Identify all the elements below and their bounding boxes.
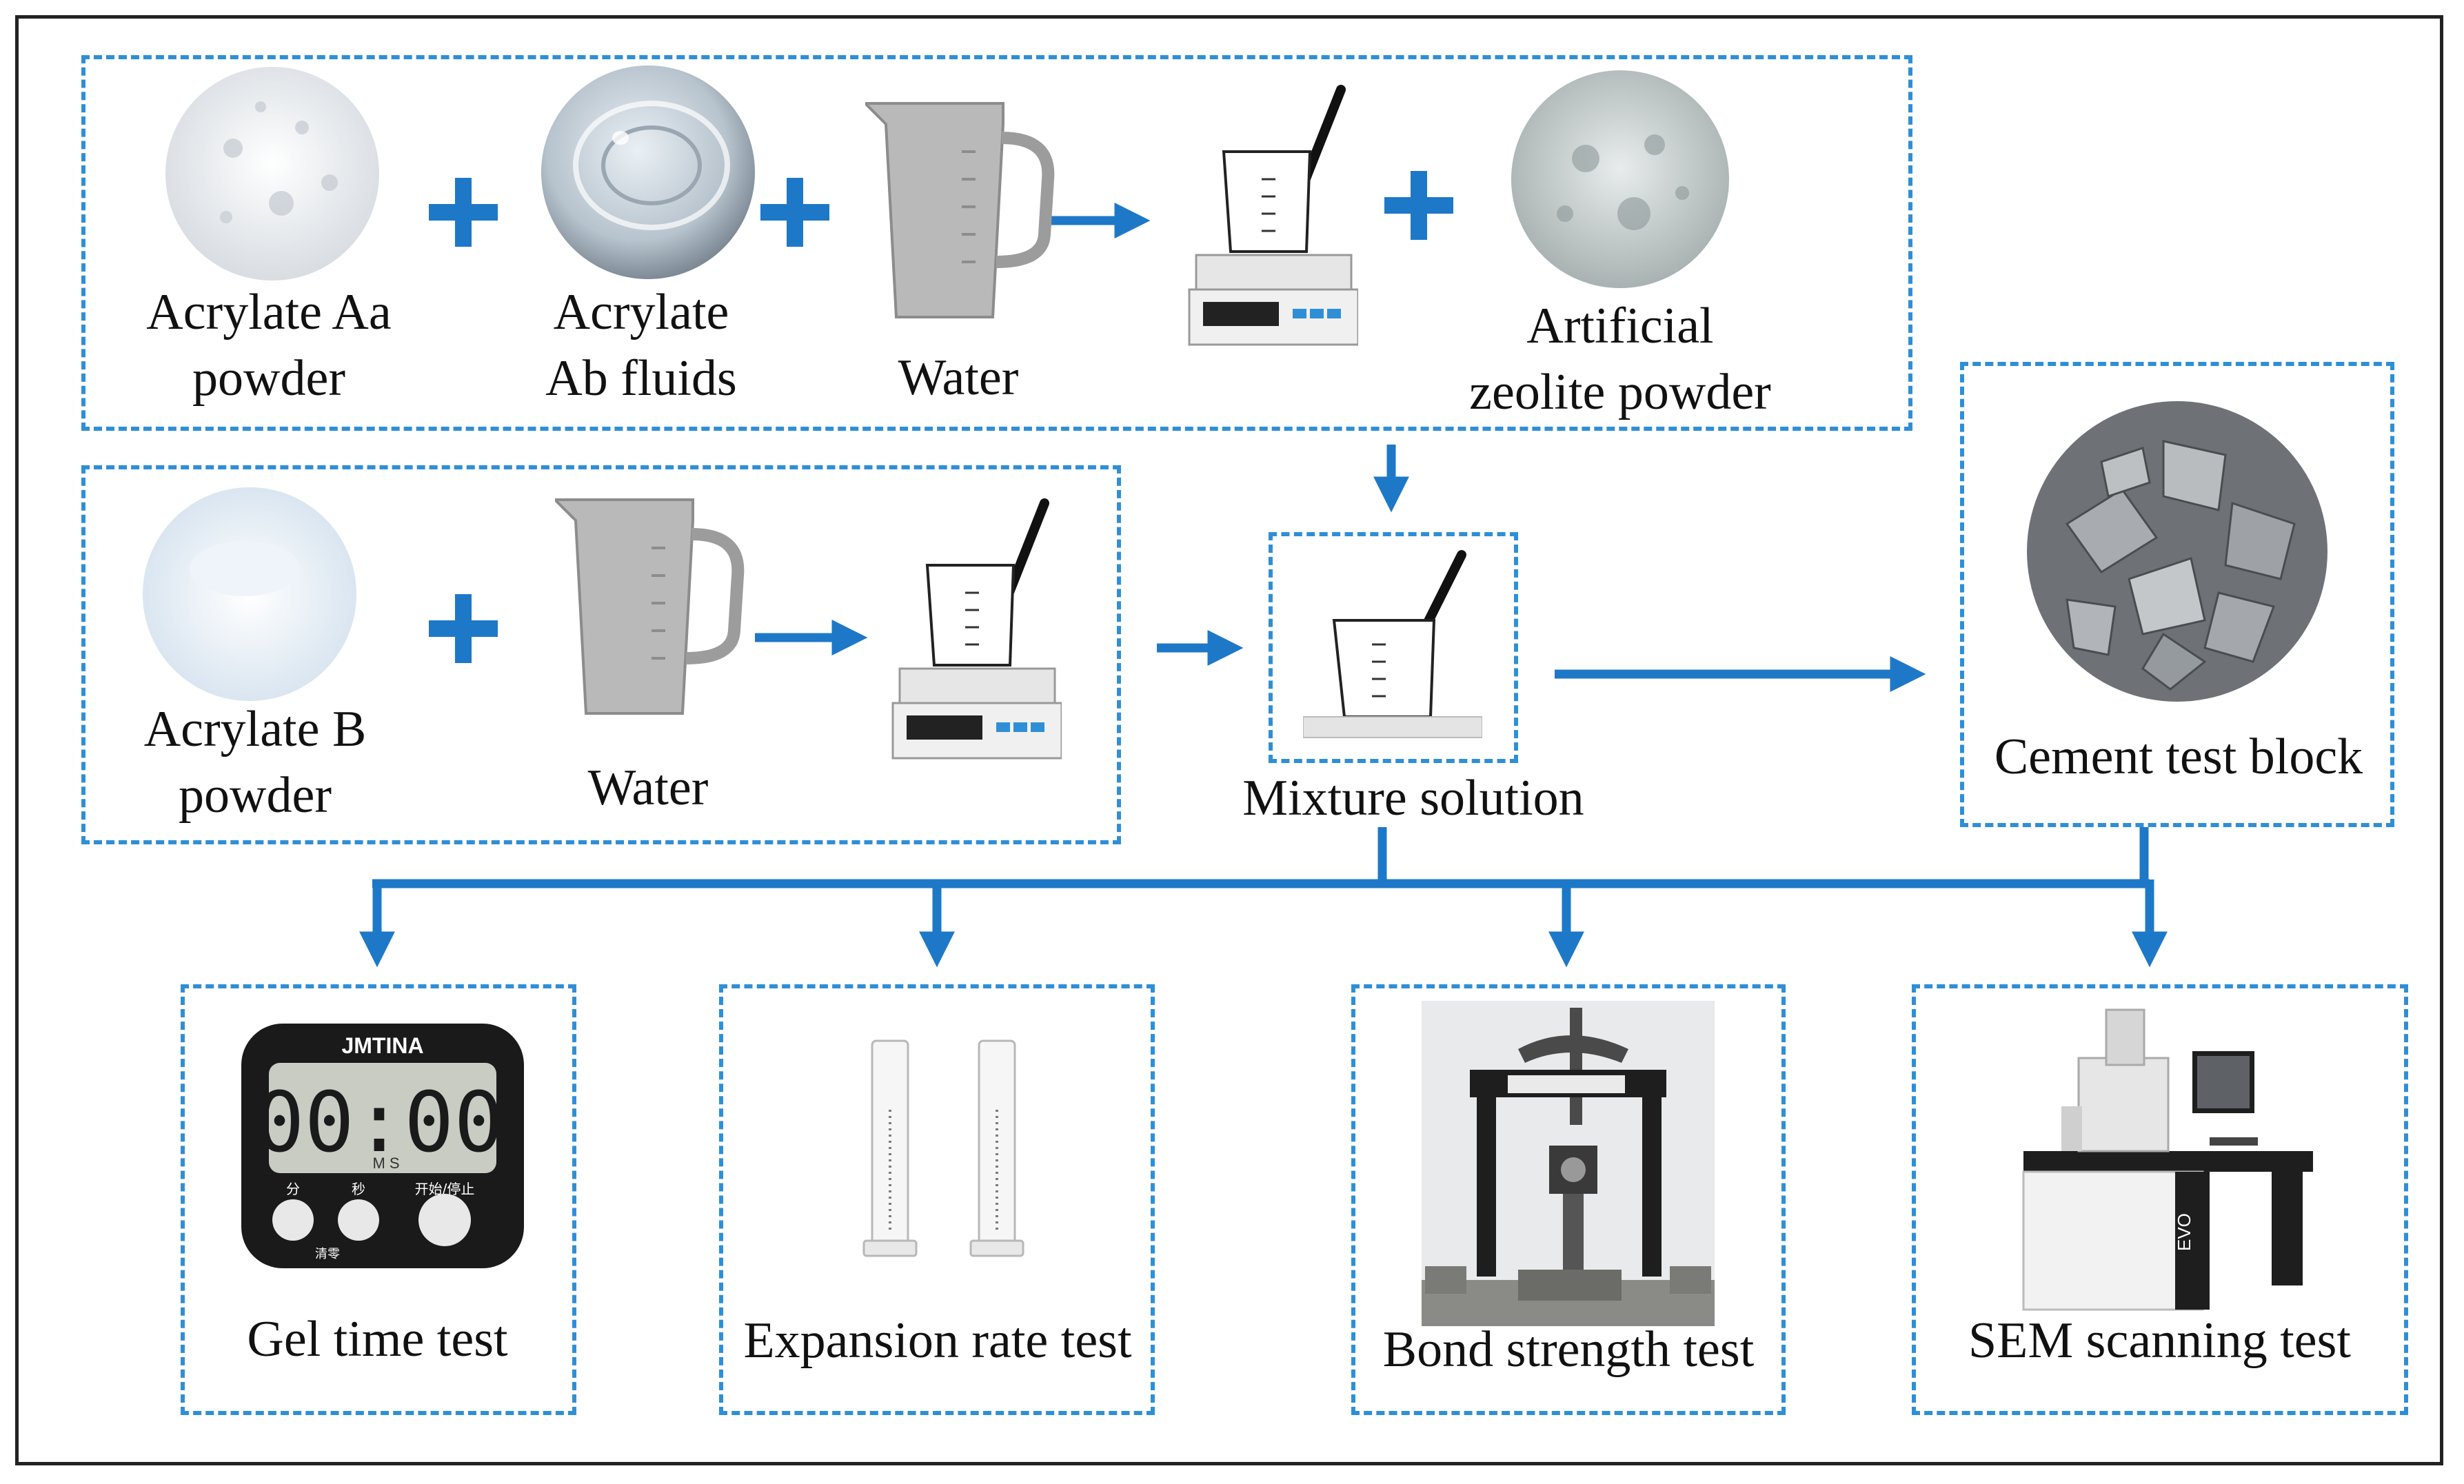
label-expansion-rate-test: Expansion rate test: [743, 1312, 1132, 1369]
label-acrylate-ab-fluids: Acrylate Ab fluids: [496, 279, 786, 411]
label-artificial-zeolite-powder: Artificial zeolite powder: [1434, 293, 1806, 425]
artificial-zeolite-powder-photo: [1511, 70, 1729, 288]
timer-display: 00:00: [254, 1075, 503, 1171]
label-sem-scanning-test: SEM scanning test: [1968, 1312, 2351, 1369]
bond-strength-test-machine-photo: [1422, 1001, 1715, 1326]
expansion-rate-box: [719, 984, 1155, 1415]
sem-microscope-photo: EVO: [2022, 1008, 2313, 1311]
label-line: Acrylate: [553, 284, 729, 340]
label-line: Ab fluids: [545, 350, 737, 407]
digital-timer-photo: JMTINA 00:00 M S 分 秒 开始/停止 清零: [241, 1024, 524, 1268]
label-water-row1: Water: [898, 349, 1019, 406]
gel-time-box: [181, 984, 576, 1415]
label-line: zeolite powder: [1469, 364, 1771, 420]
plus-icon: [760, 178, 829, 247]
timer-units: M S: [372, 1155, 399, 1172]
outer-frame: [15, 15, 2443, 1465]
label-mixture-solution: Mixture solution: [1242, 770, 1584, 826]
timer-button-label: 秒: [352, 1181, 365, 1197]
label-line: Acrylate B: [143, 701, 367, 758]
label-line: Artificial: [1526, 298, 1714, 354]
plus-icon: [429, 178, 498, 247]
mixture-beaker-icon: [1303, 550, 1482, 738]
group-box-b-components: [81, 465, 1121, 844]
label-gel-time-test: Gel time test: [247, 1311, 508, 1368]
label-acrylate-aa-powder: Acrylate Aa powder: [110, 279, 427, 411]
acrylate-b-powder-photo: [143, 487, 356, 701]
water-jug-icon: [555, 498, 745, 715]
label-acrylate-b-powder: Acrylate B powder: [97, 696, 414, 829]
cement-box: [1960, 362, 2394, 827]
label-line: Acrylate Aa: [146, 284, 392, 340]
water-jug-icon: [865, 102, 1055, 318]
cement-test-block-photo: [2027, 401, 2327, 702]
sem-box: [1912, 984, 2408, 1415]
timer-brand-label: JMTINA: [341, 1033, 423, 1058]
group-box-a-components: [81, 55, 1912, 431]
graduated-cylinders-icon: [862, 1039, 1024, 1257]
bond-strength-box: [1351, 984, 1786, 1415]
plus-icon: [1384, 171, 1453, 240]
label-line: powder: [192, 350, 345, 407]
acrylate-aa-powder-photo: [165, 67, 379, 281]
acrylate-ab-fluids-photo: [541, 65, 755, 279]
timer-clear-label: 清零: [315, 1247, 340, 1261]
sem-brand-logo: EVO: [2174, 1213, 2194, 1251]
mixture-box: [1269, 532, 1518, 763]
plus-icon: [429, 594, 498, 663]
timer-button-label: 分: [286, 1181, 300, 1197]
label-water-row2: Water: [587, 760, 709, 816]
label-line: powder: [179, 767, 332, 824]
label-cement-test-block: Cement test block: [1994, 729, 2363, 785]
label-bond-strength-test: Bond strength test: [1382, 1321, 1755, 1378]
beaker-on-balance-icon: [1188, 85, 1358, 346]
beaker-on-balance-icon: [891, 498, 1062, 760]
